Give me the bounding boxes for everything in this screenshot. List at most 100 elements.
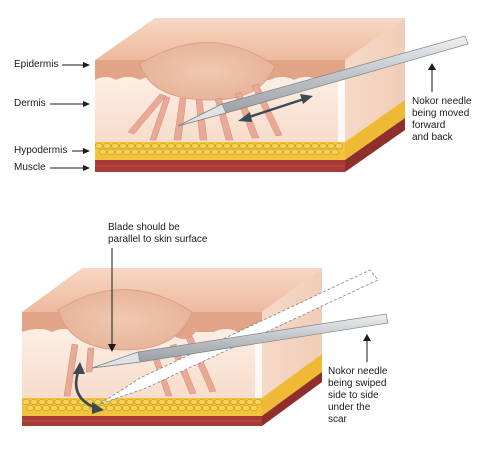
bottom-annotation-line: Nokor needle: [328, 366, 388, 377]
fat-cell: [163, 149, 171, 155]
fat-cell: [114, 405, 122, 411]
bottom-hypodermis-side: [262, 354, 322, 416]
fat-cell: [287, 143, 295, 149]
fat-cell: [187, 149, 195, 155]
fat-cell: [263, 143, 271, 149]
fat-cell: [151, 143, 159, 149]
fat-cell: [250, 405, 258, 411]
top-fibrous-bands: [127, 83, 283, 141]
fat-cell: [42, 405, 50, 411]
bottom-annotation-pointer: [363, 334, 371, 362]
fat-cell: [26, 405, 34, 411]
top-annotation: Nokor needle being moved forward and bac…: [412, 96, 484, 144]
fat-cell: [34, 405, 42, 411]
fat-cell: [166, 399, 174, 405]
fat-cell: [218, 405, 226, 411]
fat-cell: [291, 149, 299, 155]
fat-cell: [170, 405, 178, 411]
fat-cell: [183, 143, 191, 149]
top-annotation-line: forward: [412, 120, 446, 131]
bottom-annotation-line: being swiped: [328, 378, 387, 389]
bottom-follicle: [255, 332, 262, 398]
fat-cell: [259, 149, 267, 155]
fat-cell: [38, 399, 46, 405]
fat-cell: [167, 143, 175, 149]
fat-cell: [251, 149, 259, 155]
fat-cell: [155, 149, 163, 155]
fat-cell: [146, 405, 154, 411]
fat-cell: [331, 149, 339, 155]
fat-cell: [210, 405, 218, 411]
fat-cell: [255, 143, 263, 149]
fat-cell: [247, 143, 255, 149]
fat-cell: [122, 405, 130, 411]
fat-cell: [239, 143, 247, 149]
fat-cell: [134, 399, 142, 405]
layer-pointers: [50, 62, 90, 171]
bottom-annotation: Nokor needle being swiped side to side u…: [328, 366, 438, 426]
fat-cell: [159, 143, 167, 149]
fat-cell: [194, 405, 202, 411]
fat-cell: [190, 399, 198, 405]
bottom-annotation-line: under the: [328, 402, 371, 413]
fat-cell: [222, 399, 230, 405]
bottom-annotation-line: scar: [328, 414, 347, 425]
fat-cell: [150, 399, 158, 405]
top-annotation-line: and back: [412, 132, 453, 143]
fat-cell: [234, 405, 242, 411]
fat-cell: [219, 149, 227, 155]
fat-cell: [126, 399, 134, 405]
blade-note-pointer: [108, 248, 116, 352]
fat-cell: [139, 149, 147, 155]
fat-cell: [191, 143, 199, 149]
top-hypodermis-side: [345, 100, 405, 160]
fat-cell: [323, 149, 331, 155]
fat-cell: [242, 405, 250, 411]
fat-cell: [130, 405, 138, 411]
fat-cell: [295, 143, 303, 149]
fat-cell: [211, 149, 219, 155]
fat-cell: [147, 149, 155, 155]
fat-cell: [171, 149, 179, 155]
fat-cell: [66, 405, 74, 411]
fat-cell: [154, 405, 162, 411]
fat-cell: [58, 405, 66, 411]
fat-cell: [110, 399, 118, 405]
fat-cell: [95, 143, 103, 149]
fat-cell: [142, 399, 150, 405]
top-annotation-line: being moved: [412, 108, 470, 119]
fat-cell: [74, 405, 82, 411]
label-muscle: Muscle: [14, 162, 46, 173]
fat-cell: [118, 399, 126, 405]
fat-cell: [178, 405, 186, 411]
fat-cell: [315, 149, 323, 155]
fat-cell: [115, 149, 123, 155]
fat-cell: [182, 399, 190, 405]
fat-cell: [319, 143, 327, 149]
fat-cell: [143, 143, 151, 149]
fat-cell: [227, 149, 235, 155]
fat-cell: [162, 405, 170, 411]
fat-cell: [203, 149, 211, 155]
fat-cell: [46, 399, 54, 405]
fat-cell: [271, 143, 279, 149]
label-epidermis: Epidermis: [14, 59, 59, 70]
fat-cell: [94, 399, 102, 405]
fat-cell: [198, 399, 206, 405]
fat-cell: [50, 405, 58, 411]
fat-cell: [54, 399, 62, 405]
fat-cell: [303, 143, 311, 149]
fat-cell: [254, 399, 262, 405]
bottom-muscle-side: [262, 372, 322, 426]
fat-cell: [103, 143, 111, 149]
top-annotation-pointer: [428, 63, 436, 92]
fat-cell: [226, 405, 234, 411]
top-needle: [177, 35, 469, 127]
fat-cell: [174, 399, 182, 405]
fat-cell: [195, 149, 203, 155]
fat-cell: [235, 149, 243, 155]
fat-cell: [275, 149, 283, 155]
top-muscle-side: [345, 118, 405, 172]
fat-cell: [30, 399, 38, 405]
